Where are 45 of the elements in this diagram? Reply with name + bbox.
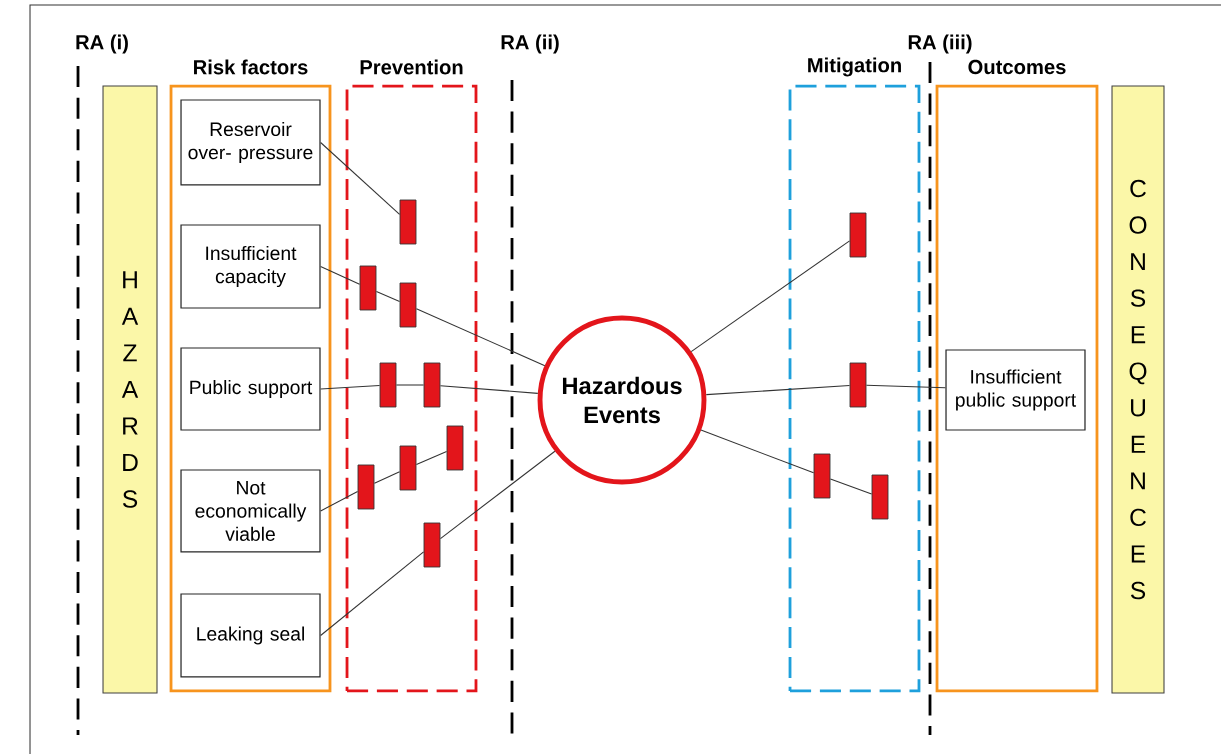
text-box: Reservoir over- pressure bbox=[180, 99, 321, 186]
connector-line bbox=[320, 384, 381, 390]
barrier-bar bbox=[379, 362, 397, 408]
connector-line bbox=[415, 451, 448, 465]
connector-line bbox=[865, 384, 946, 389]
connector-line bbox=[705, 385, 851, 396]
panel-heading: Risk factors bbox=[194, 59, 308, 75]
barrier-bar bbox=[399, 282, 417, 328]
text-box: Insufficient public support bbox=[945, 349, 1086, 431]
barrier-bar bbox=[399, 445, 417, 491]
connector-line bbox=[320, 551, 425, 636]
connector-line bbox=[320, 490, 359, 512]
panel-heading: Prevention bbox=[360, 59, 463, 75]
panel-heading: Outcomes bbox=[968, 59, 1066, 75]
barrier-bar bbox=[849, 212, 867, 258]
barrier-bar bbox=[423, 362, 441, 408]
panel-heading: Mitigation bbox=[808, 57, 901, 77]
connector-line bbox=[700, 429, 815, 474]
connector-line bbox=[415, 308, 546, 367]
barrier-bar bbox=[813, 453, 831, 499]
connector-line bbox=[690, 240, 851, 353]
boundary-label: RA (iii) bbox=[908, 34, 972, 54]
connector-line bbox=[395, 384, 425, 386]
connector-line bbox=[373, 471, 401, 484]
barrier-bar bbox=[871, 474, 889, 520]
text-box: Not economically viable bbox=[180, 469, 321, 553]
connector-line bbox=[439, 385, 539, 394]
side-band: HAZARDS bbox=[102, 85, 158, 694]
connector-line bbox=[320, 265, 361, 285]
connector-line bbox=[375, 291, 401, 302]
text-box: Public support bbox=[180, 347, 321, 431]
connector-line bbox=[829, 478, 873, 495]
barrier-bar bbox=[359, 265, 377, 311]
barrier-bar bbox=[357, 464, 375, 510]
side-band: CONSEQUENCES bbox=[1111, 85, 1165, 694]
text-box: Insufficient capacity bbox=[180, 224, 321, 309]
barrier-bar bbox=[423, 522, 441, 568]
barrier-bar bbox=[849, 362, 867, 408]
connector-line bbox=[439, 450, 556, 540]
boundary-label: RA (ii) bbox=[501, 34, 559, 54]
barrier-bar bbox=[399, 199, 417, 245]
boundary-label: RA (i) bbox=[76, 34, 128, 54]
connector-line bbox=[320, 141, 401, 215]
text-box: Leaking seal bbox=[180, 593, 321, 678]
barrier-bar bbox=[446, 425, 464, 471]
